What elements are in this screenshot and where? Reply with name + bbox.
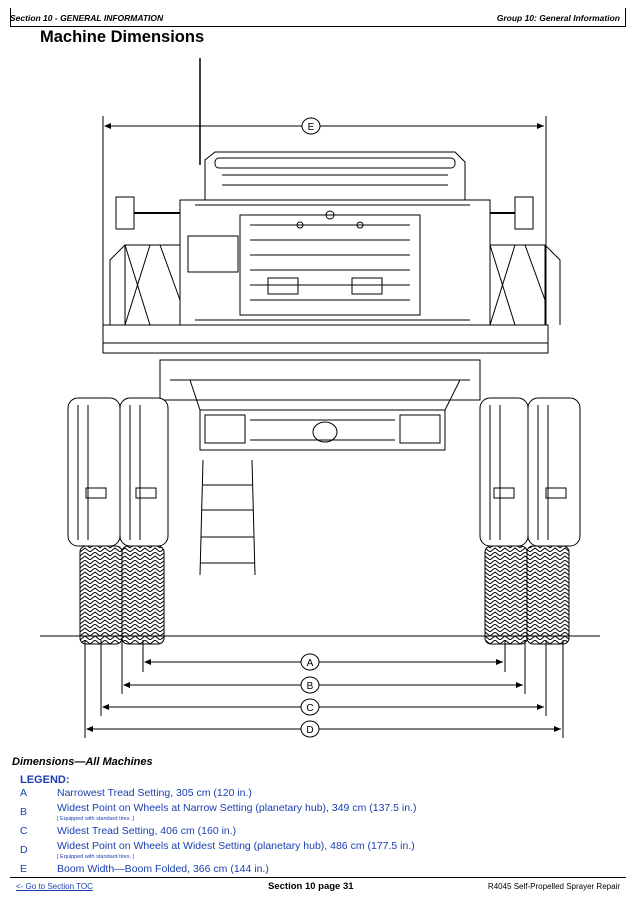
cross-frame <box>102 324 549 344</box>
left-fender-inner <box>119 397 169 547</box>
legend-item-b: B Widest Point on Wheels at Narrow Setti… <box>20 802 620 818</box>
legend-key: C <box>20 825 28 837</box>
legend-item-e: E Boom Width—Boom Folded, 366 cm (144 in… <box>20 863 620 876</box>
footer-page-number: Section 10 page 31 <box>268 881 354 892</box>
legend-list: A Narrowest Tread Setting, 305 cm (120 i… <box>20 787 620 876</box>
legend-text: Widest Point on Wheels at Narrow Setting… <box>57 802 417 814</box>
right-tire-outer <box>526 545 570 645</box>
dim-label-b: B <box>307 681 314 692</box>
dim-label-d: D <box>306 725 313 736</box>
dim-label-a: A <box>307 658 314 669</box>
legend-title: LEGEND: <box>20 774 70 786</box>
page-title: Machine Dimensions <box>40 28 205 46</box>
dim-label-e: E <box>308 122 315 133</box>
legend-text: Widest Tread Setting, 406 cm (160 in.) <box>57 825 237 837</box>
left-tire-outer <box>79 545 123 645</box>
header-section: Section 10 - GENERAL INFORMATION <box>10 13 164 23</box>
right-tire-inner <box>484 545 528 645</box>
legend-key: D <box>20 844 28 856</box>
right-mirror <box>514 196 534 230</box>
legend-text: Narrowest Tread Setting, 305 cm (120 in.… <box>57 787 252 799</box>
dim-label-c: C <box>306 703 313 714</box>
right-fender-inner <box>479 397 529 547</box>
header-rule-right <box>625 8 626 26</box>
left-tire-inner <box>121 545 165 645</box>
header-group: Group 10: General Information <box>496 13 620 23</box>
go-to-section-toc-link[interactable]: <- Go to Section TOC <box>16 882 93 891</box>
dimensions-title: Dimensions—All Machines <box>12 756 153 768</box>
header-divider <box>10 26 626 27</box>
ladder <box>199 459 256 576</box>
footer-document-title: R4045 Self-Propelled Sprayer Repair <box>487 882 620 891</box>
footer-divider <box>10 877 626 878</box>
legend-text: Widest Point on Wheels at Widest Setting… <box>57 840 415 852</box>
legend-item-d: D Widest Point on Wheels at Widest Setti… <box>20 840 620 856</box>
legend-item-a: A Narrowest Tread Setting, 305 cm (120 i… <box>20 787 620 800</box>
legend-item-c: C Widest Tread Setting, 406 cm (160 in.) <box>20 825 620 838</box>
legend-key: B <box>20 806 28 818</box>
sprayer-dimensions-figure: E A B C D <box>40 58 600 738</box>
legend-key: E <box>20 863 28 875</box>
header-rule-left <box>10 8 11 26</box>
legend-note: [ Equipped with standard tires. ] <box>57 816 135 822</box>
left-mirror <box>115 196 135 230</box>
left-fender-outer <box>67 397 121 547</box>
legend-key: A <box>20 787 28 799</box>
legend-text: Boom Width—Boom Folded, 366 cm (144 in.) <box>57 863 269 875</box>
legend-note: [ Equipped with standard tires. ] <box>57 854 135 860</box>
right-fender-outer <box>527 397 581 547</box>
